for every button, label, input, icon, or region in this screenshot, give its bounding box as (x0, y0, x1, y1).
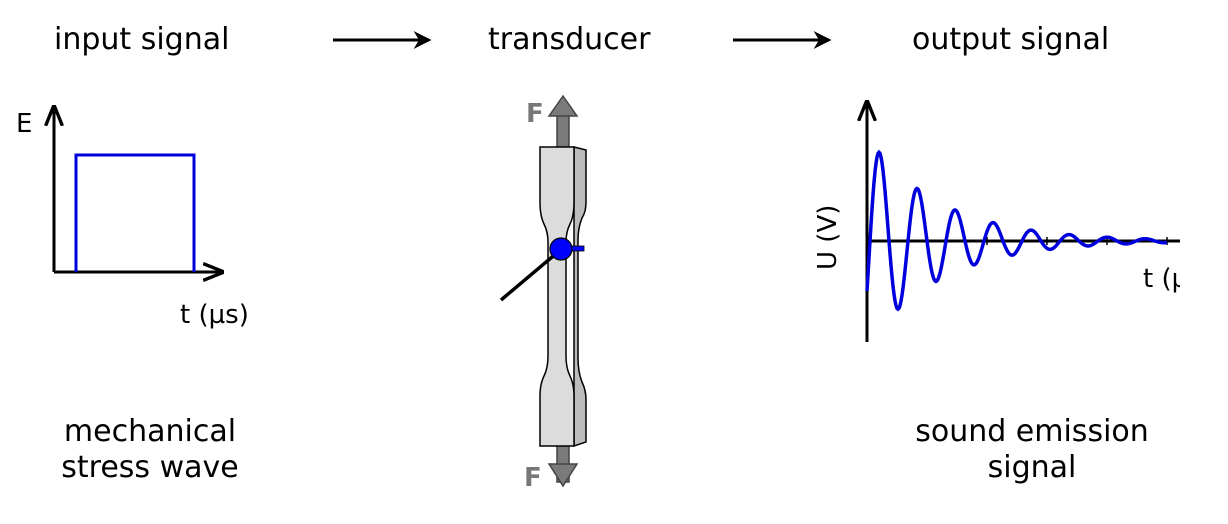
sensor-cable (499, 250, 560, 302)
force-label-top: F (526, 99, 544, 129)
input-signal-label: input signal (54, 22, 230, 57)
transducer-label: transducer (488, 22, 651, 57)
force-label-bottom: F (524, 463, 542, 493)
input-caption: mechanical stress wave (50, 414, 250, 486)
output-caption-line2: signal (987, 450, 1077, 485)
output-signal-chart: U (V) t (µs) (813, 90, 1180, 342)
sensor-icon (549, 237, 585, 261)
force-arrow-down-icon (547, 441, 579, 488)
force-arrow-up-icon (547, 94, 579, 151)
input-signal-chart: E t (µs) (16, 95, 249, 330)
output-caption: sound emission signal (872, 414, 1192, 486)
x-axis-label: t (µs) (1143, 264, 1180, 294)
input-caption-line2: stress wave (61, 450, 239, 485)
x-axis-label: t (µs) (180, 300, 249, 330)
damped-signal-line (865, 149, 1168, 312)
step-signal-line (74, 153, 196, 272)
input-caption-line1: mechanical (63, 414, 237, 449)
y-axis-label: E (16, 109, 32, 139)
y-axis-label: U (V) (813, 205, 843, 270)
specimen-side (573, 146, 587, 448)
transducer-diagram: F F (499, 94, 587, 493)
output-signal-label: output signal (912, 22, 1110, 57)
output-caption-line1: sound emission (915, 414, 1149, 449)
specimen-body (539, 146, 575, 447)
